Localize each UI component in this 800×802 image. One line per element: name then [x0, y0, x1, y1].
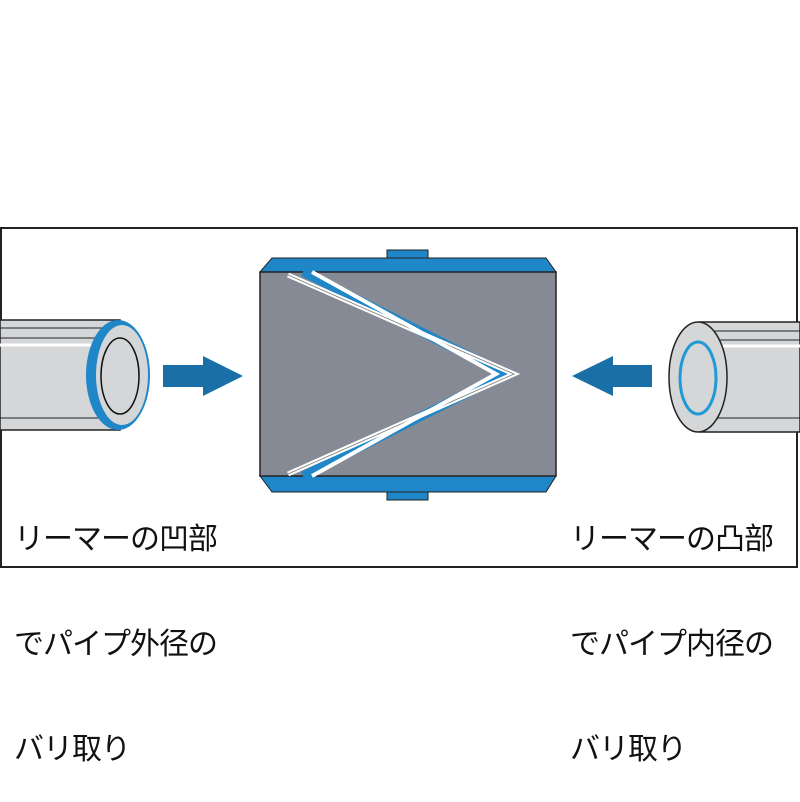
left-pipe: [0, 319, 150, 431]
reamer-body: [258, 249, 557, 501]
right-pipe: [668, 321, 800, 433]
left-caption-line: バリ取り: [14, 732, 131, 767]
arrow-right-icon: [163, 356, 243, 396]
left-caption-line: リーマーの凹部: [14, 522, 218, 557]
left-caption: リーマーの凹部 でパイプ外径の バリ取り: [14, 452, 218, 802]
right-caption-line: でパイプ内径の: [570, 627, 774, 662]
right-caption: リーマーの凸部 でパイプ内径の バリ取り: [570, 452, 774, 802]
arrow-left-icon: [572, 356, 652, 396]
left-caption-line: でパイプ外径の: [14, 627, 218, 662]
right-caption-line: リーマーの凸部: [570, 522, 774, 557]
right-caption-line: バリ取り: [570, 732, 687, 767]
